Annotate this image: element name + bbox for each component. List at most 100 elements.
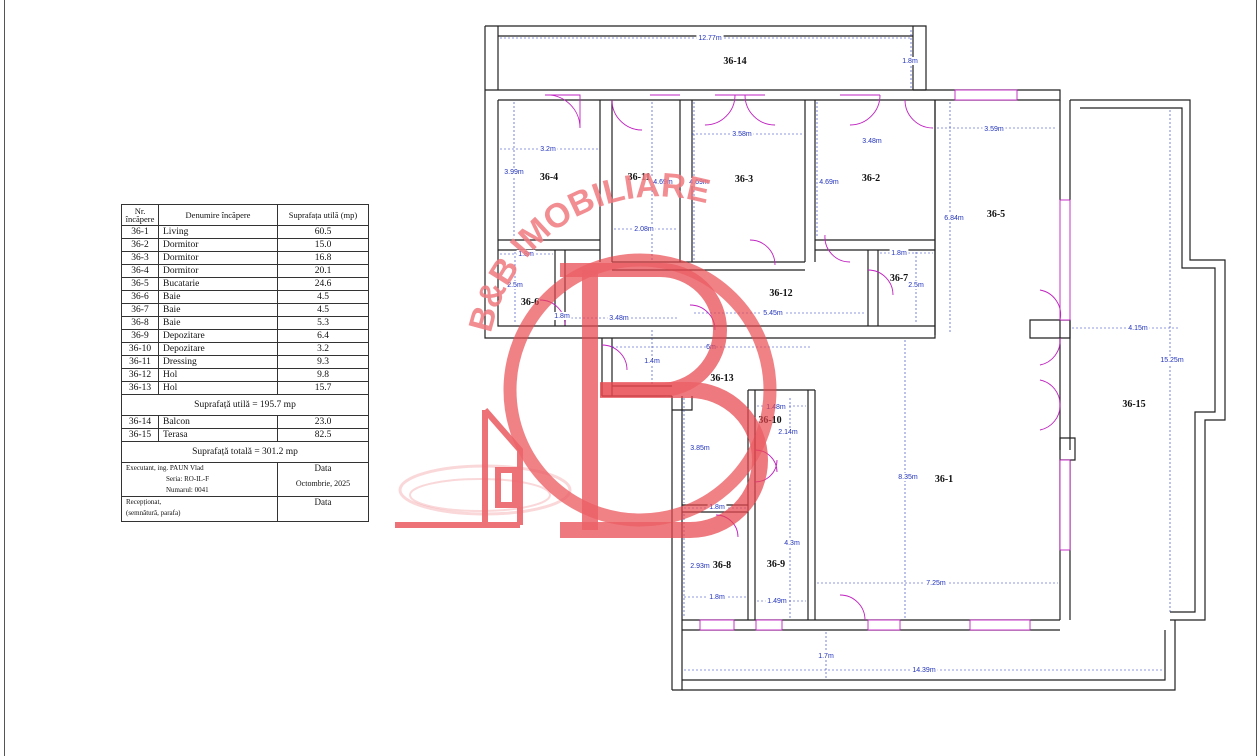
dimension-label-bg [906, 281, 926, 289]
room-label: 36-6 [521, 297, 539, 308]
date-value: Octombrie, 2025 [295, 479, 351, 488]
dimension-label-bg [607, 314, 631, 322]
dimension-label: 3.99m [504, 169, 524, 176]
room-label: 36-13 [710, 373, 733, 384]
brand-watermark: B&B IMOBILIARE [395, 166, 777, 538]
dimension-label: 3.58m [732, 131, 752, 138]
executant-name: Executant, ing. PAUN Vlad [126, 464, 204, 472]
dimension-label: 3.59m [984, 126, 1004, 133]
dimension-label-bg [632, 225, 656, 233]
date-label-2: Data [314, 497, 332, 507]
dimension-label-bg [896, 473, 920, 481]
dimension-label-bg [651, 178, 675, 186]
dimension-label-bg [924, 579, 948, 587]
room-area: 5.3 [277, 316, 369, 330]
room-labels: 36-14 36-4 36-11 36-3 36-2 36-5 36-6 36-12 36-7 3… [521, 56, 1146, 571]
room-label: 36-12 [769, 288, 792, 299]
dimension-label: 4.15m [1128, 325, 1148, 332]
receptionat-signature: (semnătură, parafa) [126, 509, 181, 517]
dimension-label: 1.48m [766, 404, 786, 411]
dimension-label: 4.3m [784, 540, 800, 547]
dimension-label: 3.2m [540, 146, 556, 153]
room-label: 36-11 [628, 172, 651, 183]
dimension-label-bg [910, 666, 938, 674]
receptionat-label: Recepționat, [126, 498, 162, 506]
dimension-label: 1.8m [709, 594, 725, 601]
dimension-label: 1.7m [818, 653, 834, 660]
dimension-label-bg [782, 539, 802, 547]
room-label: 36-3 [735, 174, 753, 185]
dimension-label-bg [889, 249, 909, 257]
area-table: Nr. încăpere Denumire încăpere Suprafața… [121, 204, 369, 522]
receptionat-row: Recepționat, (semnătură, parafa) Data [121, 496, 369, 522]
dimension-label: 3.48m [609, 315, 629, 322]
dimension-label: 8.35m [898, 474, 918, 481]
dimension-label: 2.5m [507, 282, 523, 289]
dimension-label: 6.84m [944, 215, 964, 222]
dimension-label: 12.77m [698, 35, 722, 42]
dimension-label-bg [765, 597, 789, 605]
dimension-label-bg [1158, 356, 1186, 364]
room-label: 36-14 [723, 56, 746, 67]
dimension-label-bg [505, 281, 525, 289]
dimension-label-bg [707, 593, 727, 601]
dimension-label: 2.08m [634, 226, 654, 233]
dimension-label: 2.5m [908, 282, 924, 289]
dimension-label-bg [538, 145, 558, 153]
room-label: 36-7 [890, 273, 908, 284]
sheet-frame [4, 0, 1257, 756]
dimension-label: 15.25m [1160, 357, 1184, 364]
dimension-label: 3.48m [862, 138, 882, 145]
dimension-label: 1.8m [554, 313, 570, 320]
dimension-labels: 12.77m 1.8m 3.2m 3.58m 3.48m 3.59m 3.99m 4.69m 4… [502, 34, 1186, 674]
dimension-label: 14.39m [912, 667, 936, 674]
dimension-label: 2.14m [778, 429, 798, 436]
dimension-label-bg [502, 168, 526, 176]
dimension-label: 1.8m [902, 58, 918, 65]
room-label: 36-15 [1122, 399, 1145, 410]
room-label: 36-1 [935, 474, 953, 485]
dimension-label: 4.69m [819, 179, 839, 186]
dimension-label-bg [707, 503, 727, 511]
dimension-label-bg [942, 214, 966, 222]
room-label: 36-4 [540, 172, 558, 183]
dimension-label-bg [730, 130, 754, 138]
executant-number: Numarul: 0041 [166, 486, 209, 494]
dimension-label: 1.49m [767, 598, 787, 605]
dimension-label-bg [761, 309, 785, 317]
dimension-label-bg [860, 137, 884, 145]
dimension-label-bg [552, 312, 572, 320]
dimension-label-bg [776, 428, 800, 436]
dimension-label-bg [764, 403, 788, 411]
date-cell: Data Octombrie, 2025 [277, 462, 369, 497]
dimension-label: 3.85m [690, 445, 710, 452]
dimension-label: 5.45m [763, 310, 783, 317]
dimension-label-bg [982, 125, 1006, 133]
dimension-label-bg [817, 178, 841, 186]
dimension-label-bg [688, 562, 712, 570]
dimension-label: 1.8m [709, 504, 725, 511]
dimension-label: 4.69m [689, 179, 709, 186]
dimension-label: 1.8m [518, 251, 534, 258]
dimension-label: 1.8m [891, 250, 907, 257]
dimension-label: 1.4m [644, 358, 660, 365]
receptionat-cell: Recepționat, (semnătură, parafa) [121, 496, 278, 522]
executant-series: Seria: RO-IL-F [166, 475, 209, 483]
date-label: Data [314, 463, 332, 473]
dimension-label-bg [696, 34, 724, 42]
room-label: 36-2 [862, 173, 880, 184]
room-label: 36-5 [987, 209, 1005, 220]
date-cell-2: Data [277, 496, 369, 522]
